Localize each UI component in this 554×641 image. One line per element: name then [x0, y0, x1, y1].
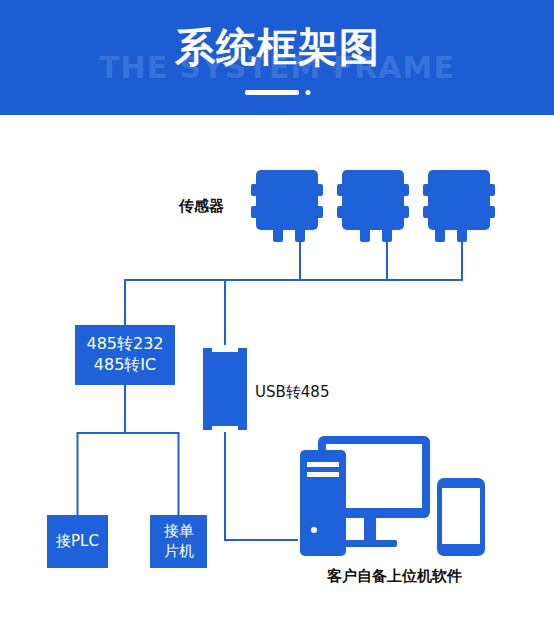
bus-wire [300, 242, 462, 280]
wire-connector [125, 385, 179, 515]
sensor-group: 传感器 [175, 165, 500, 248]
node-label: 485转232 [86, 334, 163, 355]
mcu-box: 接单 片机 [150, 515, 207, 568]
monitor-base [345, 540, 397, 547]
node-label: 接PLC [56, 532, 99, 552]
node-label: 传感器 [179, 197, 224, 216]
usb-converter: USB转485 [200, 345, 340, 432]
monitor-stand [364, 518, 376, 542]
title-underline [245, 90, 299, 95]
wire-connector [125, 248, 300, 325]
pc-tower [300, 450, 346, 556]
phone [437, 478, 485, 556]
node-label: 客户自备上位机软件 [298, 567, 490, 586]
pin-wire [299, 242, 301, 248]
wire-connector [78, 385, 126, 515]
host-computer: 客户自备上位机软件 [298, 434, 490, 592]
title-dot [306, 90, 311, 95]
node-label: 接单 片机 [161, 522, 197, 561]
sensor-symbol [423, 170, 495, 242]
sensor-group [251, 170, 495, 242]
sensor-pin-wires [300, 242, 462, 280]
sensor-symbol [337, 170, 409, 242]
pin-wire [386, 242, 388, 248]
power-button [311, 527, 317, 533]
drive-slot [307, 472, 339, 477]
sensor-symbol [251, 170, 323, 242]
node-sublabel: 485转IC [94, 355, 156, 376]
wire-connector [225, 248, 387, 345]
computer-symbol [300, 436, 485, 556]
plc-box: 接PLC [47, 515, 108, 568]
phone-screen [442, 488, 480, 544]
node-label: USB转485 [255, 383, 329, 402]
wire-connector [225, 432, 298, 540]
header-band [0, 0, 554, 115]
title: 系统框架图 [0, 20, 554, 75]
drive-slot [307, 462, 339, 467]
converter-box: 485转232485转IC [75, 325, 175, 385]
usb-converter-symbol [203, 348, 247, 430]
